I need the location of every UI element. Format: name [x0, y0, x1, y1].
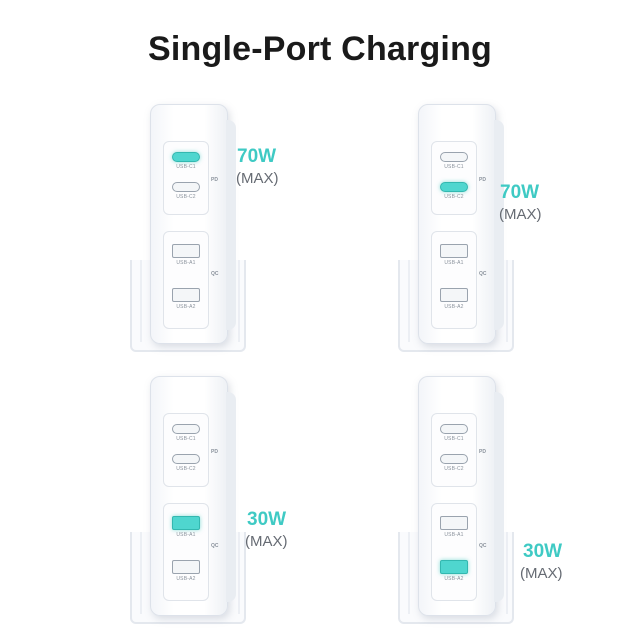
usb-c1-label: USB-C1	[176, 436, 196, 442]
usb-a-port-group: USB-A1 USB-A2	[163, 503, 209, 601]
usb-a-port-group: USB-A1 USB-A2	[431, 231, 477, 329]
charger-panel-usb-c2: USB-C1 USB-C2 PD USB-A1 USB-A2 QC 70W (M…	[398, 100, 618, 360]
qc-label: QC	[479, 271, 487, 277]
usb-a1-port	[172, 516, 200, 530]
qc-label: QC	[211, 543, 219, 549]
usb-a-port-group: USB-A1 USB-A2	[431, 503, 477, 601]
usb-a2-label: USB-A2	[444, 576, 464, 582]
pd-label: PD	[479, 177, 486, 183]
power-note: (MAX)	[245, 533, 288, 550]
usb-c1-port	[440, 152, 468, 162]
usb-a1-port	[440, 244, 468, 258]
power-value: 70W	[237, 146, 277, 167]
usb-c1-port	[172, 424, 200, 434]
power-note: (MAX)	[499, 206, 542, 223]
usb-c2-port	[172, 182, 200, 192]
power-value: 70W	[500, 182, 540, 203]
usb-a1-port	[440, 516, 468, 530]
usb-c-port-group: USB-C1 USB-C2	[163, 413, 209, 487]
charger-side	[226, 120, 236, 330]
usb-a2-port	[172, 560, 200, 574]
charger-panel-usb-a2: USB-C1 USB-C2 PD USB-A1 USB-A2 QC 30W (M…	[398, 372, 618, 632]
charger-body: USB-C1 USB-C2 PD USB-A1 USB-A2 QC	[150, 376, 228, 616]
usb-c2-port	[172, 454, 200, 464]
qc-label: QC	[211, 271, 219, 277]
pd-label: PD	[211, 177, 218, 183]
usb-a-port-group: USB-A1 USB-A2	[163, 231, 209, 329]
power-value: 30W	[247, 509, 287, 530]
usb-c-port-group: USB-C1 USB-C2	[431, 141, 477, 215]
usb-c1-port	[440, 424, 468, 434]
usb-c1-label: USB-C1	[444, 436, 464, 442]
usb-a2-port	[440, 288, 468, 302]
pd-label: PD	[211, 449, 218, 455]
usb-a1-label: USB-A1	[176, 260, 196, 266]
usb-c2-label: USB-C2	[444, 466, 464, 472]
usb-c-port-group: USB-C1 USB-C2	[431, 413, 477, 487]
charger-body: USB-C1 USB-C2 PD USB-A1 USB-A2 QC	[418, 104, 496, 344]
pd-label: PD	[479, 449, 486, 455]
charger-panel-usb-a1: USB-C1 USB-C2 PD USB-A1 USB-A2 QC 30W (M…	[130, 372, 350, 632]
usb-a1-port	[172, 244, 200, 258]
charger-body: USB-C1 USB-C2 PD USB-A1 USB-A2 QC	[150, 104, 228, 344]
usb-c1-port	[172, 152, 200, 162]
usb-a2-label: USB-A2	[176, 576, 196, 582]
usb-a1-label: USB-A1	[444, 532, 464, 538]
usb-c2-port	[440, 454, 468, 464]
usb-a2-port	[440, 560, 468, 574]
usb-c1-label: USB-C1	[444, 164, 464, 170]
charger-body: USB-C1 USB-C2 PD USB-A1 USB-A2 QC	[418, 376, 496, 616]
usb-c2-label: USB-C2	[176, 466, 196, 472]
power-value: 30W	[523, 541, 563, 562]
usb-a1-label: USB-A1	[176, 532, 196, 538]
charger-side	[226, 392, 236, 602]
usb-c2-label: USB-C2	[444, 194, 464, 200]
charger-panel-usb-c1: USB-C1 USB-C2 PD USB-A1 USB-A2 QC 70W (M…	[130, 100, 350, 360]
power-note: (MAX)	[520, 565, 563, 582]
usb-c-port-group: USB-C1 USB-C2	[163, 141, 209, 215]
usb-a2-label: USB-A2	[176, 304, 196, 310]
usb-a1-label: USB-A1	[444, 260, 464, 266]
usb-c2-port	[440, 182, 468, 192]
charger-side	[494, 392, 504, 602]
qc-label: QC	[479, 543, 487, 549]
charger-side	[494, 120, 504, 330]
usb-a2-port	[172, 288, 200, 302]
usb-c1-label: USB-C1	[176, 164, 196, 170]
power-note: (MAX)	[236, 170, 279, 187]
usb-a2-label: USB-A2	[444, 304, 464, 310]
usb-c2-label: USB-C2	[176, 194, 196, 200]
page-title: Single-Port Charging	[148, 30, 492, 68]
